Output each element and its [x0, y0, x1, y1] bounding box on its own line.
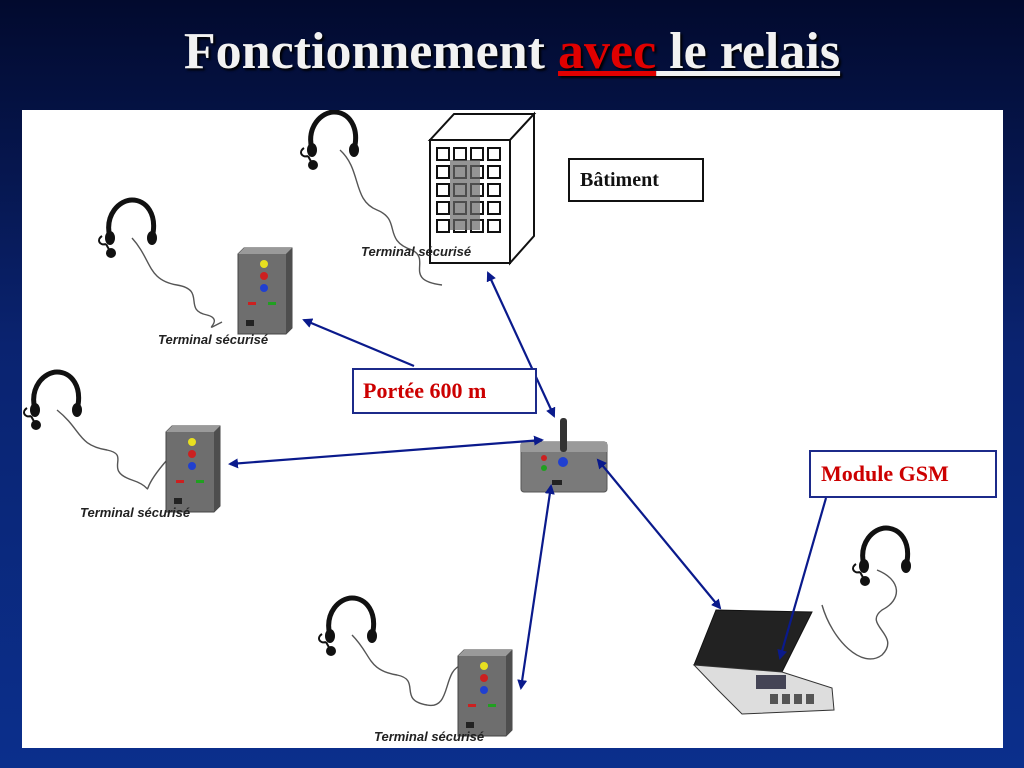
title-part-1: Fonctionnement	[183, 23, 559, 80]
terminal-label-1: Terminal sécurisé	[361, 244, 472, 259]
module-gsm-label: Module GSM	[809, 450, 997, 498]
terminal-label-2: Terminal sécurisé	[158, 332, 269, 347]
cable-2	[131, 237, 223, 328]
cable-3	[56, 409, 168, 490]
diagram-panel: Bâtiment Portée 600 m Module GSM Termina…	[22, 110, 1003, 748]
diagram-canvas	[22, 110, 1003, 737]
cable-4	[351, 634, 463, 706]
gsm-module-icon	[692, 609, 835, 715]
cable-5	[821, 569, 898, 660]
portee-label: Portée 600 m	[352, 368, 537, 414]
arrow-relay-building	[486, 271, 556, 418]
terminal-device-1	[237, 247, 293, 335]
terminal-device-3	[457, 649, 513, 737]
batiment-label: Bâtiment	[568, 158, 704, 202]
headset-icon-1	[301, 112, 359, 170]
terminal-device-2	[165, 425, 221, 513]
slide-title: Fonctionnement avec le relais	[0, 22, 1024, 81]
arrow-relay-terminal-3	[517, 484, 555, 690]
arrow-label-gsm	[777, 497, 828, 660]
terminal-label-4: Terminal sécurisé	[374, 729, 485, 744]
cable-1	[339, 149, 443, 286]
terminal-label-3: Terminal sécurisé	[80, 505, 191, 520]
title-part-3: le relais	[656, 23, 841, 80]
headset-icon-2	[99, 200, 157, 258]
arrow-relay-terminal-2	[228, 435, 544, 469]
title-part-2: avec	[558, 23, 657, 80]
headset-icon-5	[853, 528, 911, 586]
headset-icon-3	[24, 372, 82, 430]
arrow-relay-terminal-1	[302, 318, 415, 368]
headset-icon-4	[319, 598, 377, 656]
building-icon	[427, 111, 537, 266]
relay-icon	[520, 418, 608, 493]
arrow-relay-gsm	[596, 458, 722, 610]
